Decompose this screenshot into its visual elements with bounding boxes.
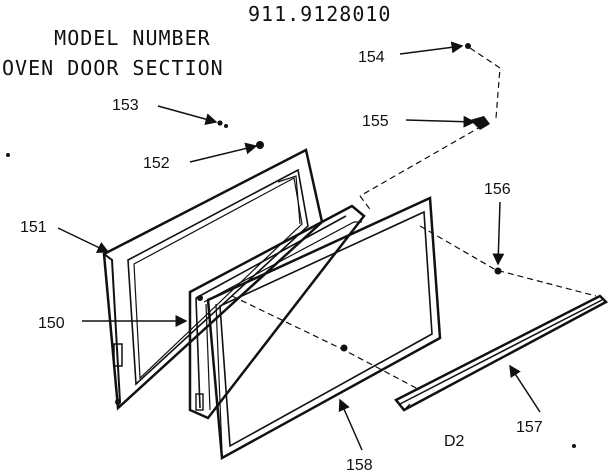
door-insulation-panel-150 bbox=[188, 204, 366, 420]
callout-155: 155 bbox=[362, 113, 389, 130]
callout-153: 153 bbox=[112, 97, 139, 114]
ink-speck bbox=[572, 444, 576, 448]
door-handle-trim-157 bbox=[394, 294, 608, 412]
ink-speck bbox=[6, 153, 10, 157]
callout-151: 151 bbox=[20, 219, 47, 236]
screw-154 bbox=[465, 43, 471, 49]
callout-150: 150 bbox=[38, 315, 65, 332]
callout-152: 152 bbox=[143, 155, 170, 172]
section-title: OVEN DOOR SECTION bbox=[2, 56, 224, 80]
callout-157: 157 bbox=[516, 419, 543, 436]
callout-158: 158 bbox=[346, 457, 373, 472]
leader-lines bbox=[57, 41, 541, 451]
screw-153 bbox=[217, 120, 228, 128]
assembly-guide-lines bbox=[231, 47, 597, 391]
diagram-code: D2 bbox=[444, 433, 465, 450]
door-liner-frame-151 bbox=[102, 148, 324, 411]
bumper-152 bbox=[256, 141, 264, 149]
bumper-156 bbox=[494, 267, 502, 275]
model-number-value: 911.9128010 bbox=[248, 2, 392, 26]
callout-156: 156 bbox=[484, 181, 511, 198]
model-number-line: MODEL NUMBER 911.9128010 bbox=[2, 2, 390, 98]
hinge-bracket-155 bbox=[470, 116, 490, 130]
outer-door-panel-158 bbox=[206, 196, 442, 461]
model-number-label: MODEL NUMBER bbox=[54, 26, 211, 50]
callout-154: 154 bbox=[358, 49, 385, 66]
